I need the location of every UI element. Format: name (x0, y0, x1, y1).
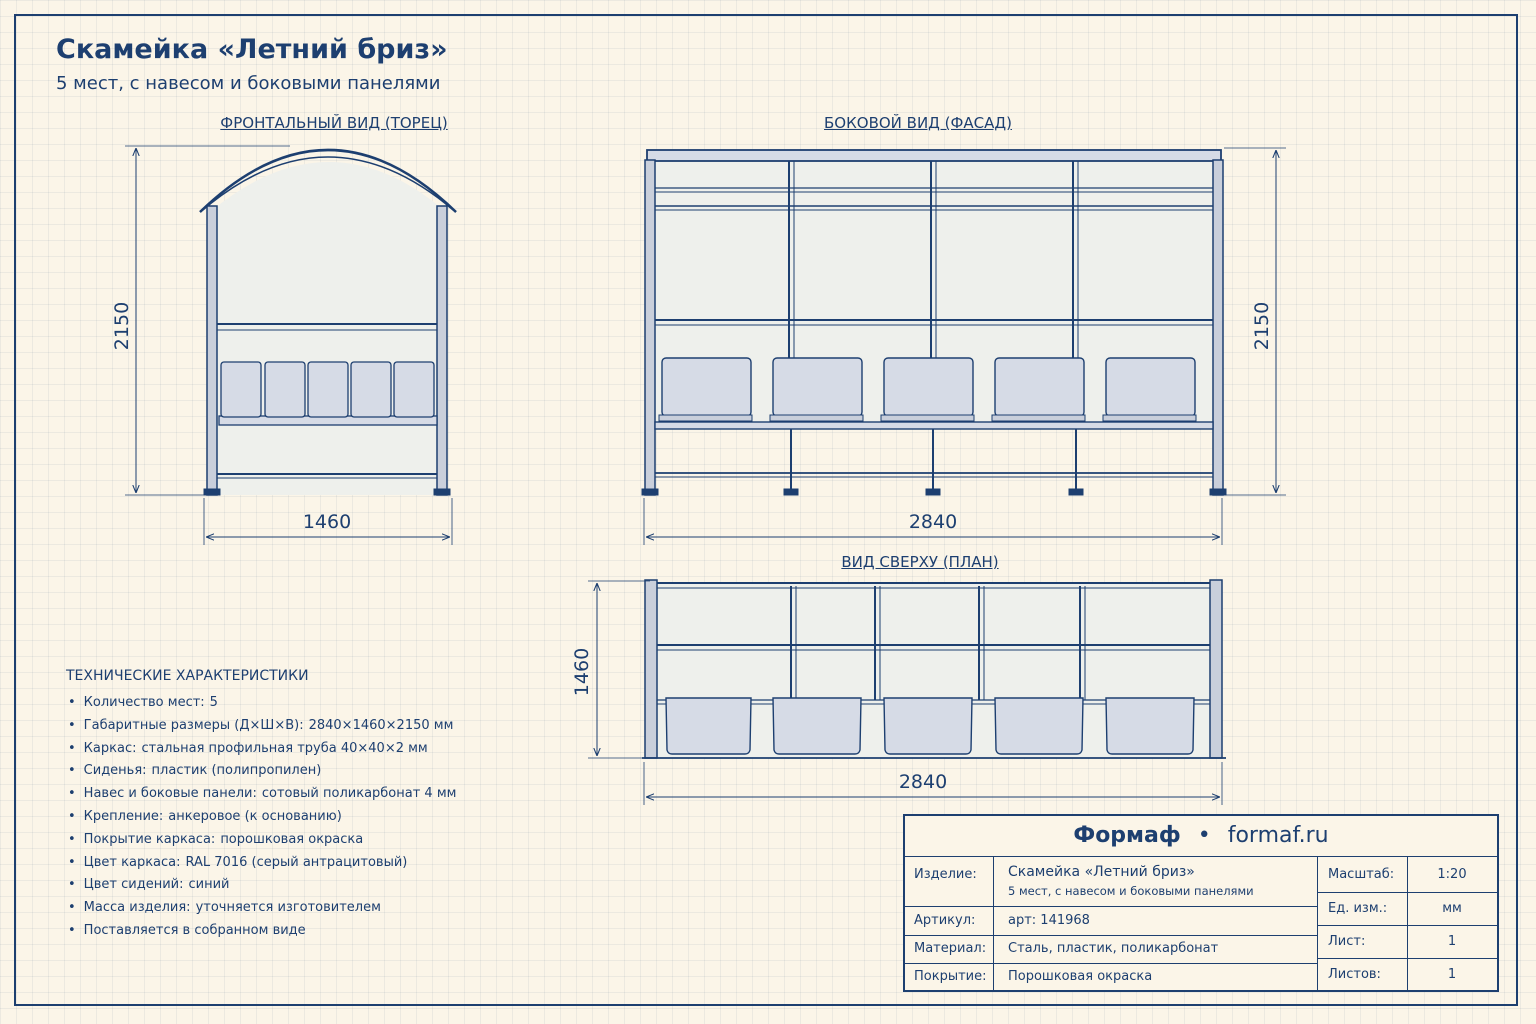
spec-value: 5 (209, 695, 218, 710)
spec-key: Каркас: (83, 740, 137, 756)
tech-specs: ТЕХНИЧЕСКИЕ ХАРАКТЕРИСТИКИ Количество ме… (66, 668, 546, 943)
front-view-drawing (125, 145, 457, 545)
sheet-label: Лист: (1328, 934, 1366, 949)
material-value: Сталь, пластик, поликарбонат (1008, 941, 1219, 956)
spec-item: Поставляется в собранном виде (66, 920, 546, 943)
side-view-drawing (641, 147, 1286, 545)
tb-divider (905, 963, 1317, 964)
spec-key: Масса изделия: (83, 900, 191, 916)
spec-key: Покрытие каркаса: (83, 831, 216, 847)
page-subtitle: 5 мест, с навесом и боковыми панелями (56, 73, 441, 94)
spec-key: Цвет каркаса: (83, 854, 181, 870)
article-value: арт: 141968 (1008, 913, 1090, 928)
spec-value: 2840×1460×2150 мм (308, 717, 454, 733)
tb-divider (1317, 925, 1497, 926)
spec-item: Количество мест: 5 (66, 692, 546, 715)
product-subtitle: 5 мест, с навесом и боковыми панелями (1008, 884, 1254, 898)
article-label: Артикул: (914, 913, 976, 928)
sheet-frame (14, 14, 1518, 1006)
top-depth-dimension: 1460 (571, 648, 593, 696)
spec-value: RAL 7016 (серый антрацитовый) (185, 854, 408, 870)
front-view-label: ФРОНТАЛЬНЫЙ ВИД (ТОРЕЦ) (220, 114, 448, 132)
tb-divider (1317, 892, 1497, 893)
spec-item: Покрытие каркаса:порошковая окраска (66, 829, 546, 852)
coating-label: Покрытие: (914, 969, 987, 984)
top-view-label: ВИД СВЕРХУ (ПЛАН) (841, 553, 999, 571)
tb-divider (1317, 958, 1497, 959)
page-title: Скамейка «Летний бриз» (56, 34, 448, 65)
spec-value: сотовый поликарбонат 4 мм (261, 786, 457, 802)
spec-key: Габаритные размеры (Д×Ш×В): (83, 717, 304, 733)
unit-label: Ед. изм.: (1328, 901, 1388, 916)
spec-value: стальная профильная труба 40×40×2 мм (141, 740, 428, 756)
front-width-dimension: 1460 (303, 511, 351, 533)
top-view-drawing (588, 579, 1226, 805)
tb-divider (1317, 856, 1318, 990)
spec-value: пластик (полипропилен) (151, 763, 322, 779)
tb-divider (993, 856, 994, 990)
sheet-value: 1 (1447, 934, 1457, 949)
specs-heading: ТЕХНИЧЕСКИЕ ХАРАКТЕРИСТИКИ (66, 668, 309, 684)
spec-value: синий (188, 877, 230, 893)
spec-item: Масса изделия:уточняется изготовителем (66, 897, 546, 920)
scale-value: 1:20 (1437, 867, 1467, 882)
product-name: Скамейка «Летний бриз» (1008, 864, 1195, 880)
spec-key: Количество мест: (83, 695, 205, 710)
material-label: Материал: (914, 941, 987, 956)
scale-label: Масштаб: (1328, 867, 1395, 882)
brand-name: Формаф (1073, 823, 1181, 848)
spec-item: Цвет сидений:синий (66, 874, 546, 897)
spec-item: Навес и боковые панели:сотовый поликарбо… (66, 783, 546, 806)
spec-key: Поставляется в собранном виде (83, 922, 306, 938)
spec-item: Каркас:стальная профильная труба 40×40×2… (66, 738, 546, 761)
spec-key: Цвет сидений: (83, 877, 184, 893)
side-view-label: БОКОВОЙ ВИД (ФАСАД) (824, 114, 1012, 132)
spec-item: Сиденья:пластик (полипропилен) (66, 760, 546, 783)
front-height-dimension: 2150 (111, 302, 133, 350)
spec-value: анкеровое (к основанию) (168, 808, 342, 824)
spec-item: Цвет каркаса:RAL 7016 (серый антрацитовы… (66, 852, 546, 875)
top-width-dimension: 2840 (899, 771, 947, 793)
specs-list: Количество мест: 5 Габаритные размеры (Д×… (66, 692, 546, 943)
spec-value: уточняется изготовителем (195, 900, 381, 916)
coating-value: Порошковая окраска (1008, 969, 1153, 984)
spec-key: Навес и боковые панели: (83, 786, 257, 802)
side-width-dimension: 2840 (909, 511, 957, 533)
tb-divider (905, 906, 1317, 907)
brand-header: Формаф • formaf.ru (905, 816, 1497, 857)
spec-key: Сиденья: (83, 763, 147, 779)
title-block: Формаф • formaf.ru Изделие: Скамейка «Ле… (903, 814, 1499, 992)
unit-value: мм (1442, 901, 1462, 916)
sheets-label: Листов: (1328, 967, 1381, 982)
tb-divider (905, 935, 1317, 936)
spec-value: порошковая окраска (220, 831, 364, 847)
spec-item: Крепление:анкеровое (к основанию) (66, 806, 546, 829)
side-height-dimension: 2150 (1251, 302, 1273, 350)
brand-separator: • (1197, 823, 1211, 848)
brand-site: formaf.ru (1227, 823, 1329, 848)
sheets-value: 1 (1447, 967, 1457, 982)
tb-divider (1407, 856, 1408, 990)
product-label: Изделие: (914, 867, 977, 882)
spec-key: Крепление: (83, 808, 164, 824)
spec-item: Габаритные размеры (Д×Ш×В):2840×1460×215… (66, 715, 546, 738)
